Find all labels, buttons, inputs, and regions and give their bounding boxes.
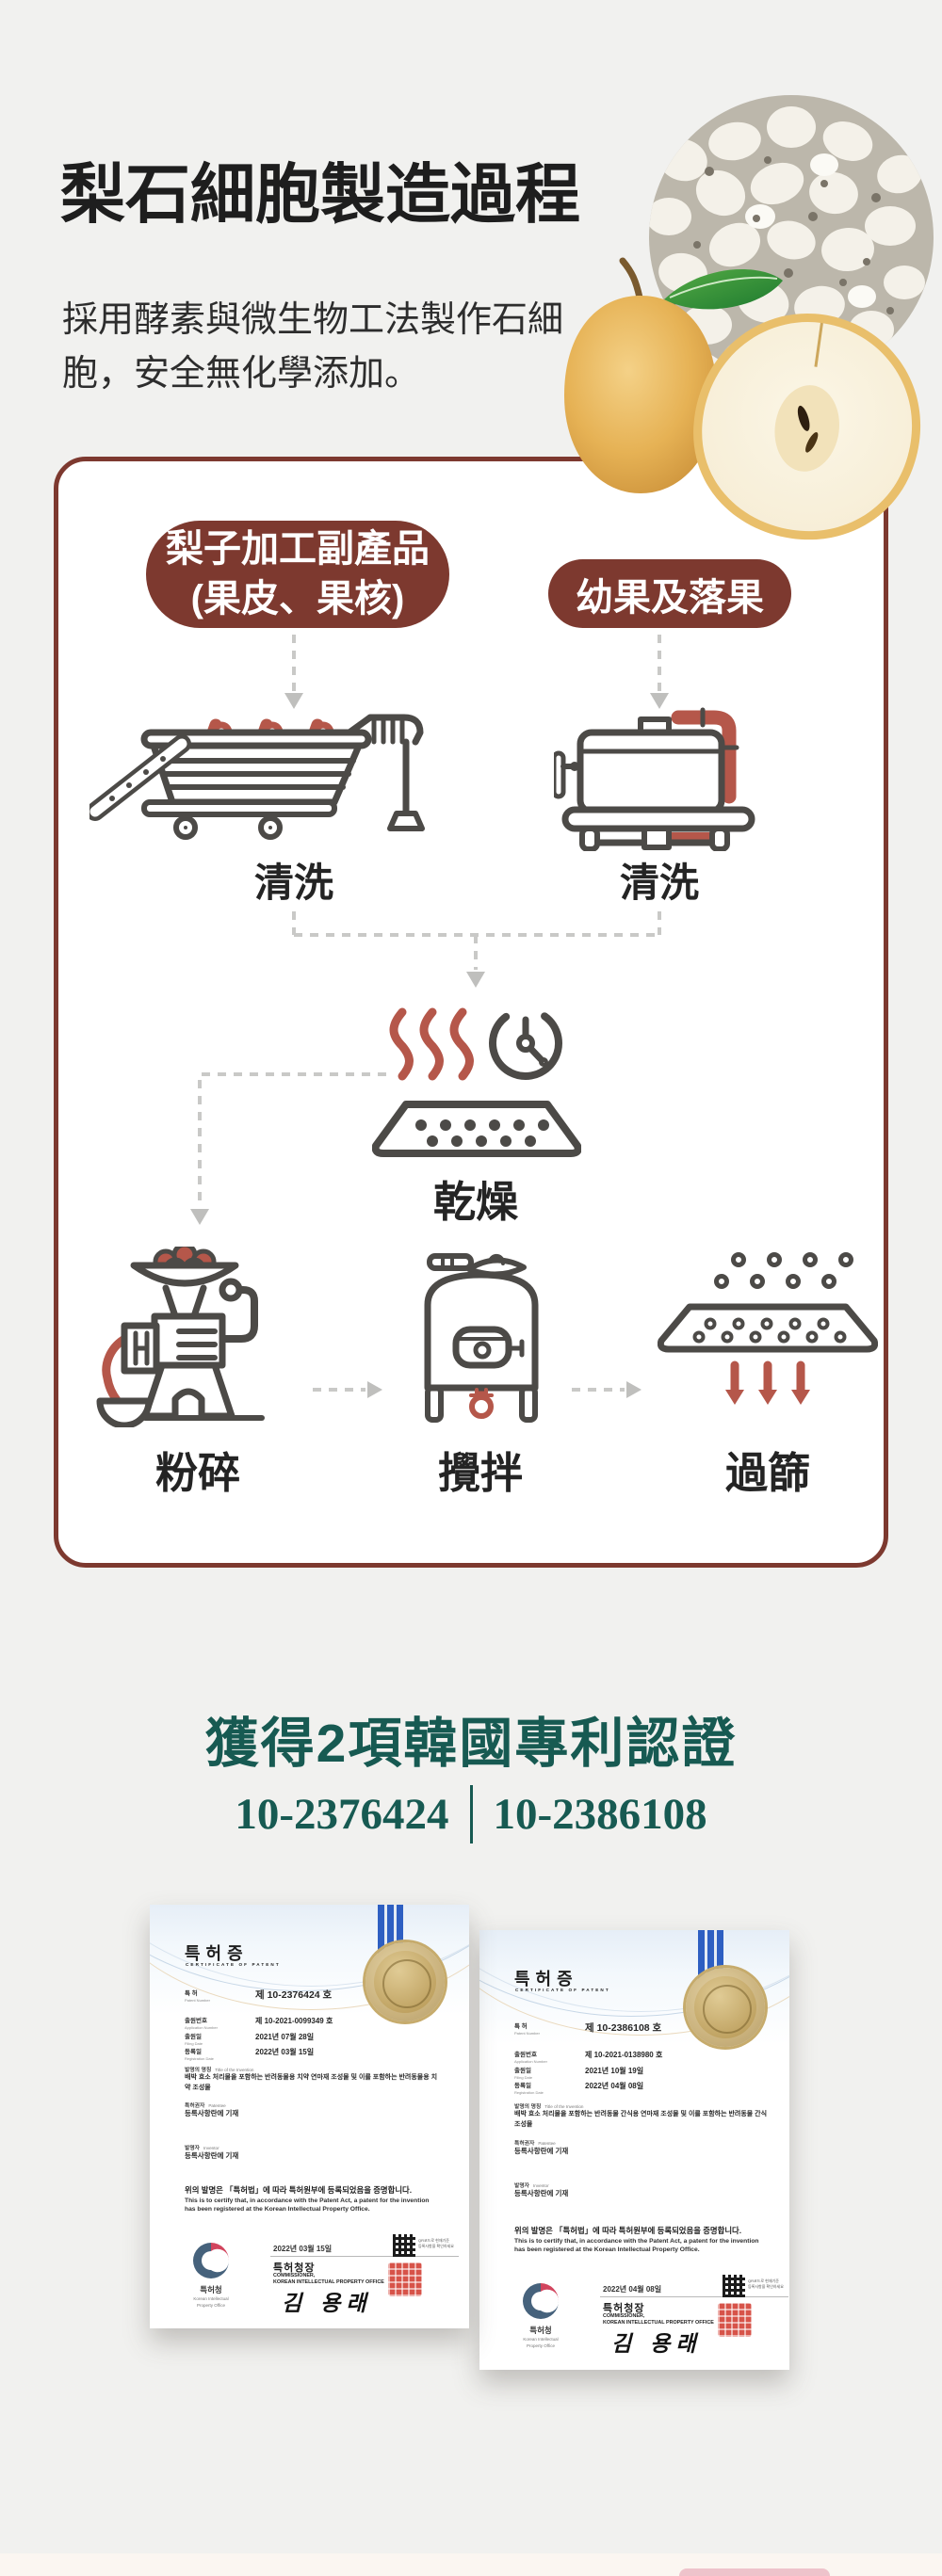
patent-certificate-2: 특허증 CERTIFICATE OF PATENT 특 허 Patent Num…: [479, 1930, 789, 2370]
gold-seal-icon: [686, 1968, 765, 2047]
field-patent-number: 특 허 Patent Number: [514, 2023, 540, 2036]
issue-date: 2022년 04월 08일: [603, 2285, 662, 2294]
commissioner-kr: 특허청장: [273, 2262, 316, 2274]
value-inventor: 등록사항란에 기재: [514, 2189, 569, 2198]
statement-korean: 위의 발명은 「특허법」에 따라 특허원부에 등록되었음을 증명합니다.: [514, 2226, 742, 2235]
input-byproduct-pill: 梨子加工副產品 (果皮、果核): [146, 521, 449, 628]
qr-code-icon: [723, 2275, 745, 2297]
value-patentee: 등록사항란에 기재: [514, 2147, 569, 2155]
patent-number-1: 10-2376424: [235, 1790, 449, 1839]
grinder-icon: [96, 1247, 265, 1427]
value-registration-date: 2022년 03월 15일: [255, 2048, 315, 2056]
page-subtitle: 採用酵素與微生物工法製作石細胞，安全無化學添加。: [62, 300, 564, 394]
pear-leaf: [664, 269, 783, 310]
qr-note: QR코드로 현재기준 등록사항을 확인하세요: [748, 2278, 784, 2290]
guilloche-arc: [150, 1905, 469, 2010]
statement-korean: 위의 발명은 「특허법」에 따라 특허원부에 등록되었음을 증명합니다.: [185, 2185, 413, 2195]
commissioner-signature: 김 용래: [611, 2331, 702, 2357]
field-registration-date: 등록일 Registration Date: [185, 2049, 214, 2061]
office-name-kr: 특허청: [529, 2326, 552, 2335]
field-patent-number: 특 허 Patent Number: [185, 1990, 210, 2003]
step-label-wash-right: 清洗: [619, 861, 700, 905]
flow-connectors: [190, 635, 669, 1398]
patent-number-separator: [469, 1785, 473, 1843]
statement-english: This is to certify that, in accordance w…: [514, 2238, 759, 2254]
patent-numbers: 10-2376424 10-2386108: [0, 1785, 942, 1843]
input-young-fruit-pill: 幼果及落果: [548, 559, 791, 628]
commissioner-office-en: KOREAN INTELLECTUAL PROPERTY OFFICE: [273, 2279, 384, 2285]
value-filing-date: 2021년 10월 19일: [585, 2067, 644, 2075]
value-invention-title: 배박 효소 처리물을 포함하는 반려동물 간식용 연마재 조성물 및 이를 포함…: [514, 2111, 768, 2128]
next-section-pink-card-edge: [679, 2568, 830, 2576]
drying-heat-timer-icon: [372, 1006, 581, 1157]
washing-machine-drum-icon: [554, 707, 755, 851]
stone-cells-photo: [649, 95, 934, 379]
value-application-number: 제 10-2021-0138980 호: [585, 2051, 663, 2059]
divider: [270, 2256, 459, 2257]
cert-subtitle: CERTIFICATE OF PATENT: [186, 1962, 281, 1967]
qr-code-icon: [393, 2234, 415, 2257]
value-inventor: 등록사항란에 기재: [185, 2151, 239, 2160]
commissioner-en: COMMISSIONER,: [603, 2313, 645, 2319]
value-filing-date: 2021년 07월 28일: [255, 2033, 315, 2041]
office-name-kr: 특허청: [200, 2285, 222, 2294]
commissioner-kr: 특허청장: [603, 2303, 645, 2314]
red-stamp-icon: [718, 2303, 752, 2337]
sieve-icon: [658, 1252, 878, 1405]
field-filing-date: 출원일 Filing Date: [514, 2068, 533, 2080]
step-label-wash-left: 清洗: [253, 861, 334, 905]
page-title: 梨石細胞製造過程: [60, 158, 580, 231]
washing-machine-conveyor-icon: [89, 714, 425, 840]
issue-date: 2022년 03월 15일: [273, 2245, 333, 2253]
value-patentee: 등록사항란에 기재: [185, 2109, 239, 2117]
gold-seal-icon: [365, 1942, 445, 2021]
office-name-en: Korean Intellectual Property Office: [523, 2337, 559, 2348]
process-flow-panel: 梨子加工副產品 (果皮、果核) 幼果及落果: [54, 457, 888, 1568]
step-label-mix: 攪拌: [437, 1449, 524, 1497]
kipo-logo-icon: [193, 2243, 230, 2278]
value-application-number: 제 10-2021-0099349 호: [255, 2017, 333, 2025]
field-filing-date: 출원일 Filing Date: [185, 2034, 203, 2046]
step-label-dry: 乾燥: [432, 1178, 519, 1226]
value-registration-date: 2022년 04월 08일: [585, 2082, 644, 2090]
qr-note: QR코드로 현재기준 등록사항을 확인하세요: [418, 2238, 454, 2249]
value-patent-number: 제 10-2386108 호: [585, 2022, 662, 2034]
statement-english: This is to certify that, in accordance w…: [185, 2198, 430, 2214]
patent-number-2: 10-2386108: [493, 1790, 707, 1839]
commissioner-en: COMMISSIONER,: [273, 2273, 316, 2278]
cert-subtitle: CERTIFICATE OF PATENT: [515, 1988, 610, 1992]
commissioner-office-en: KOREAN INTELLECTUAL PROPERTY OFFICE: [603, 2320, 714, 2326]
step-label-grind: 粉碎: [154, 1449, 241, 1497]
field-registration-date: 등록일 Registration Date: [514, 2083, 544, 2095]
guilloche-arc: [479, 1930, 789, 2036]
divider: [600, 2296, 788, 2297]
patent-section-heading: 獲得2項韓國專利認證: [204, 1714, 738, 1774]
kipo-logo-icon: [523, 2283, 560, 2319]
commissioner-signature: 김 용래: [282, 2291, 372, 2316]
cert-title: 특허증: [185, 1944, 249, 1963]
office-name-en: Korean Intellectual Property Office: [193, 2296, 229, 2308]
cert-title: 특허증: [514, 1970, 578, 1988]
value-patent-number: 제 10-2376424 호: [255, 1989, 333, 2001]
step-label-sieve: 過篩: [724, 1449, 811, 1497]
field-application-number: 출원번호 Application Number: [185, 2018, 218, 2030]
mixing-tank-icon: [424, 1253, 539, 1423]
value-invention-title: 배박 효소 처리물을 포함하는 반려동물용 치약 연마재 조성물 및 이를 포함…: [185, 2074, 438, 2091]
red-stamp-icon: [388, 2262, 422, 2296]
field-application-number: 출원번호 Application Number: [514, 2052, 547, 2064]
patent-certificate-1: 특허증 CERTIFICATE OF PATENT 특 허 Patent Num…: [150, 1905, 469, 2328]
